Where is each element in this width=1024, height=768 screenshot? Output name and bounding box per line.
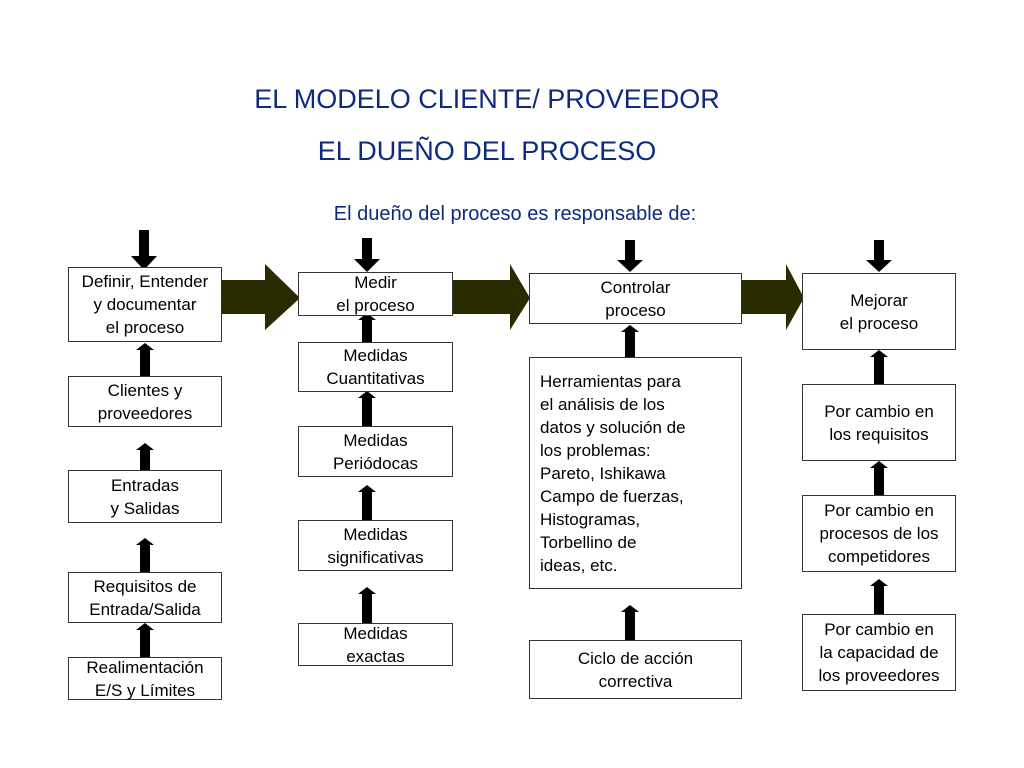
- box-ciclo-accion: Ciclo de acción correctiva: [529, 640, 742, 699]
- box-clientes: Clientes y proveedores: [68, 376, 222, 427]
- box-medidas-cuantitativas: Medidas Cuantitativas: [298, 342, 453, 392]
- top-down-arrows: [131, 230, 892, 272]
- box-medidas-significativas: Medidas significativas: [298, 520, 453, 571]
- up-arrows-col1: [136, 343, 154, 658]
- box-realimentacion: Realimentación E/S y Límites: [68, 657, 222, 700]
- box-medidas-periodicas: Medidas Periódocas: [298, 426, 453, 477]
- main-title: EL MODELO CLIENTE/ PROVEEDOR: [254, 84, 720, 114]
- up-arrows-col2: [358, 313, 376, 624]
- box-requisitos: Requisitos de Entrada/Salida: [68, 572, 222, 623]
- box-mejorar: Mejorar el proceso: [802, 273, 956, 350]
- box-medidas-exactas: Medidas exactas: [298, 623, 453, 666]
- box-cambio-requisitos: Por cambio en los requisitos: [802, 384, 956, 461]
- subtitle: El dueño del proceso es responsable de:: [333, 203, 697, 225]
- up-arrows-col3: [621, 325, 639, 640]
- flow-arrow-2: [453, 264, 530, 330]
- flow-arrow-3: [742, 264, 804, 330]
- secondary-title: EL DUEÑO DEL PROCESO: [317, 136, 657, 166]
- box-controlar: Controlar proceso: [529, 273, 742, 324]
- box-herramientas: Herramientas para el análisis de los dat…: [529, 357, 742, 589]
- box-cambio-competidores: Por cambio en procesos de los competidor…: [802, 495, 956, 572]
- box-cambio-proveedores: Por cambio en la capacidad de los provee…: [802, 614, 956, 691]
- box-entradas: Entradas y Salidas: [68, 470, 222, 523]
- box-medir: Medir el proceso: [298, 272, 453, 316]
- box-definir: Definir, Entender y documentar el proces…: [68, 267, 222, 342]
- flow-arrow-1: [222, 264, 300, 330]
- up-arrows-col4: [870, 350, 888, 614]
